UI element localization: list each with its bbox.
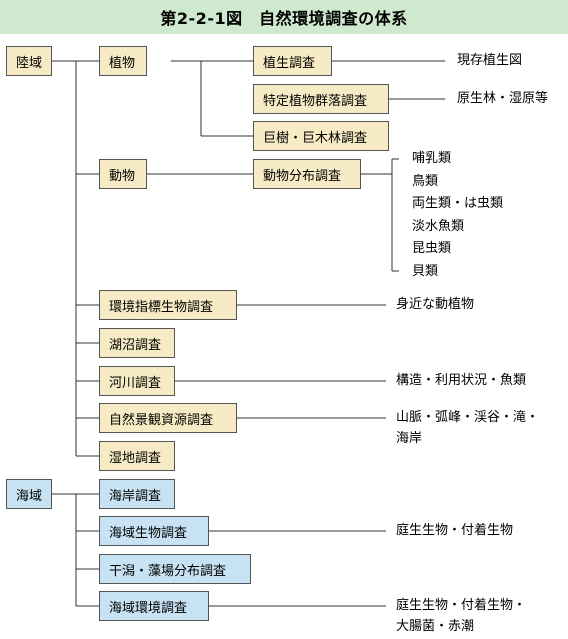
vegetation-survey-box: 植生調査 bbox=[253, 46, 332, 76]
animal-item: 昆虫類 bbox=[412, 241, 452, 256]
page-title: 第2-2-1図 自然環境調査の体系 bbox=[0, 0, 568, 34]
river-survey-box: 河川調査 bbox=[99, 366, 175, 396]
marine-environment-box: 海域環境調査 bbox=[99, 591, 209, 621]
lake-survey-box: 湖沼調査 bbox=[99, 328, 175, 358]
landscape-result-line-1: 山脈・弧峰・渓谷・滝・ bbox=[396, 410, 540, 425]
indicator-species-result: 身近な動植物 bbox=[396, 297, 475, 312]
animal-item: 哺乳類 bbox=[412, 151, 452, 166]
vegetation-survey-result: 現存植生図 bbox=[457, 53, 523, 68]
animal-item: 貝類 bbox=[412, 263, 439, 279]
marine-biology-box: 海域生物調査 bbox=[99, 516, 209, 546]
specific-plant-community-box: 特定植物群落調査 bbox=[253, 84, 389, 114]
specific-plant-result: 原生林・湿原等 bbox=[457, 91, 549, 106]
giant-tree-survey-box: 巨樹・巨木林調査 bbox=[253, 121, 389, 151]
landscape-resource-box: 自然景観資源調査 bbox=[99, 403, 237, 433]
animals-box: 動物 bbox=[99, 159, 147, 189]
land-root-box: 陸域 bbox=[6, 46, 52, 76]
marine-biology-result: 庭生生物・付着生物 bbox=[396, 523, 514, 538]
indicator-species-box: 環境指標生物調査 bbox=[99, 290, 237, 320]
plants-box: 植物 bbox=[99, 46, 147, 76]
marine-environment-result-line-1: 庭生生物・付着生物・ bbox=[396, 598, 527, 613]
coast-survey-box: 海岸調査 bbox=[99, 479, 175, 509]
marine-environment-result-line-2: 大腸菌・赤潮 bbox=[396, 619, 475, 634]
sea-root-box: 海域 bbox=[6, 479, 52, 509]
animal-distribution-box: 動物分布調査 bbox=[253, 159, 361, 189]
animal-item: 鳥類 bbox=[412, 173, 439, 189]
landscape-result-line-2: 海岸 bbox=[396, 431, 423, 446]
wetland-survey-box: 湿地調査 bbox=[99, 441, 175, 471]
tidal-flat-box: 干潟・藻場分布調査 bbox=[99, 554, 251, 584]
animal-item: 淡水魚類 bbox=[412, 218, 465, 234]
river-survey-result: 構造・利用状況・魚類 bbox=[396, 373, 527, 388]
animal-item: 両生類・は虫類 bbox=[412, 196, 504, 211]
